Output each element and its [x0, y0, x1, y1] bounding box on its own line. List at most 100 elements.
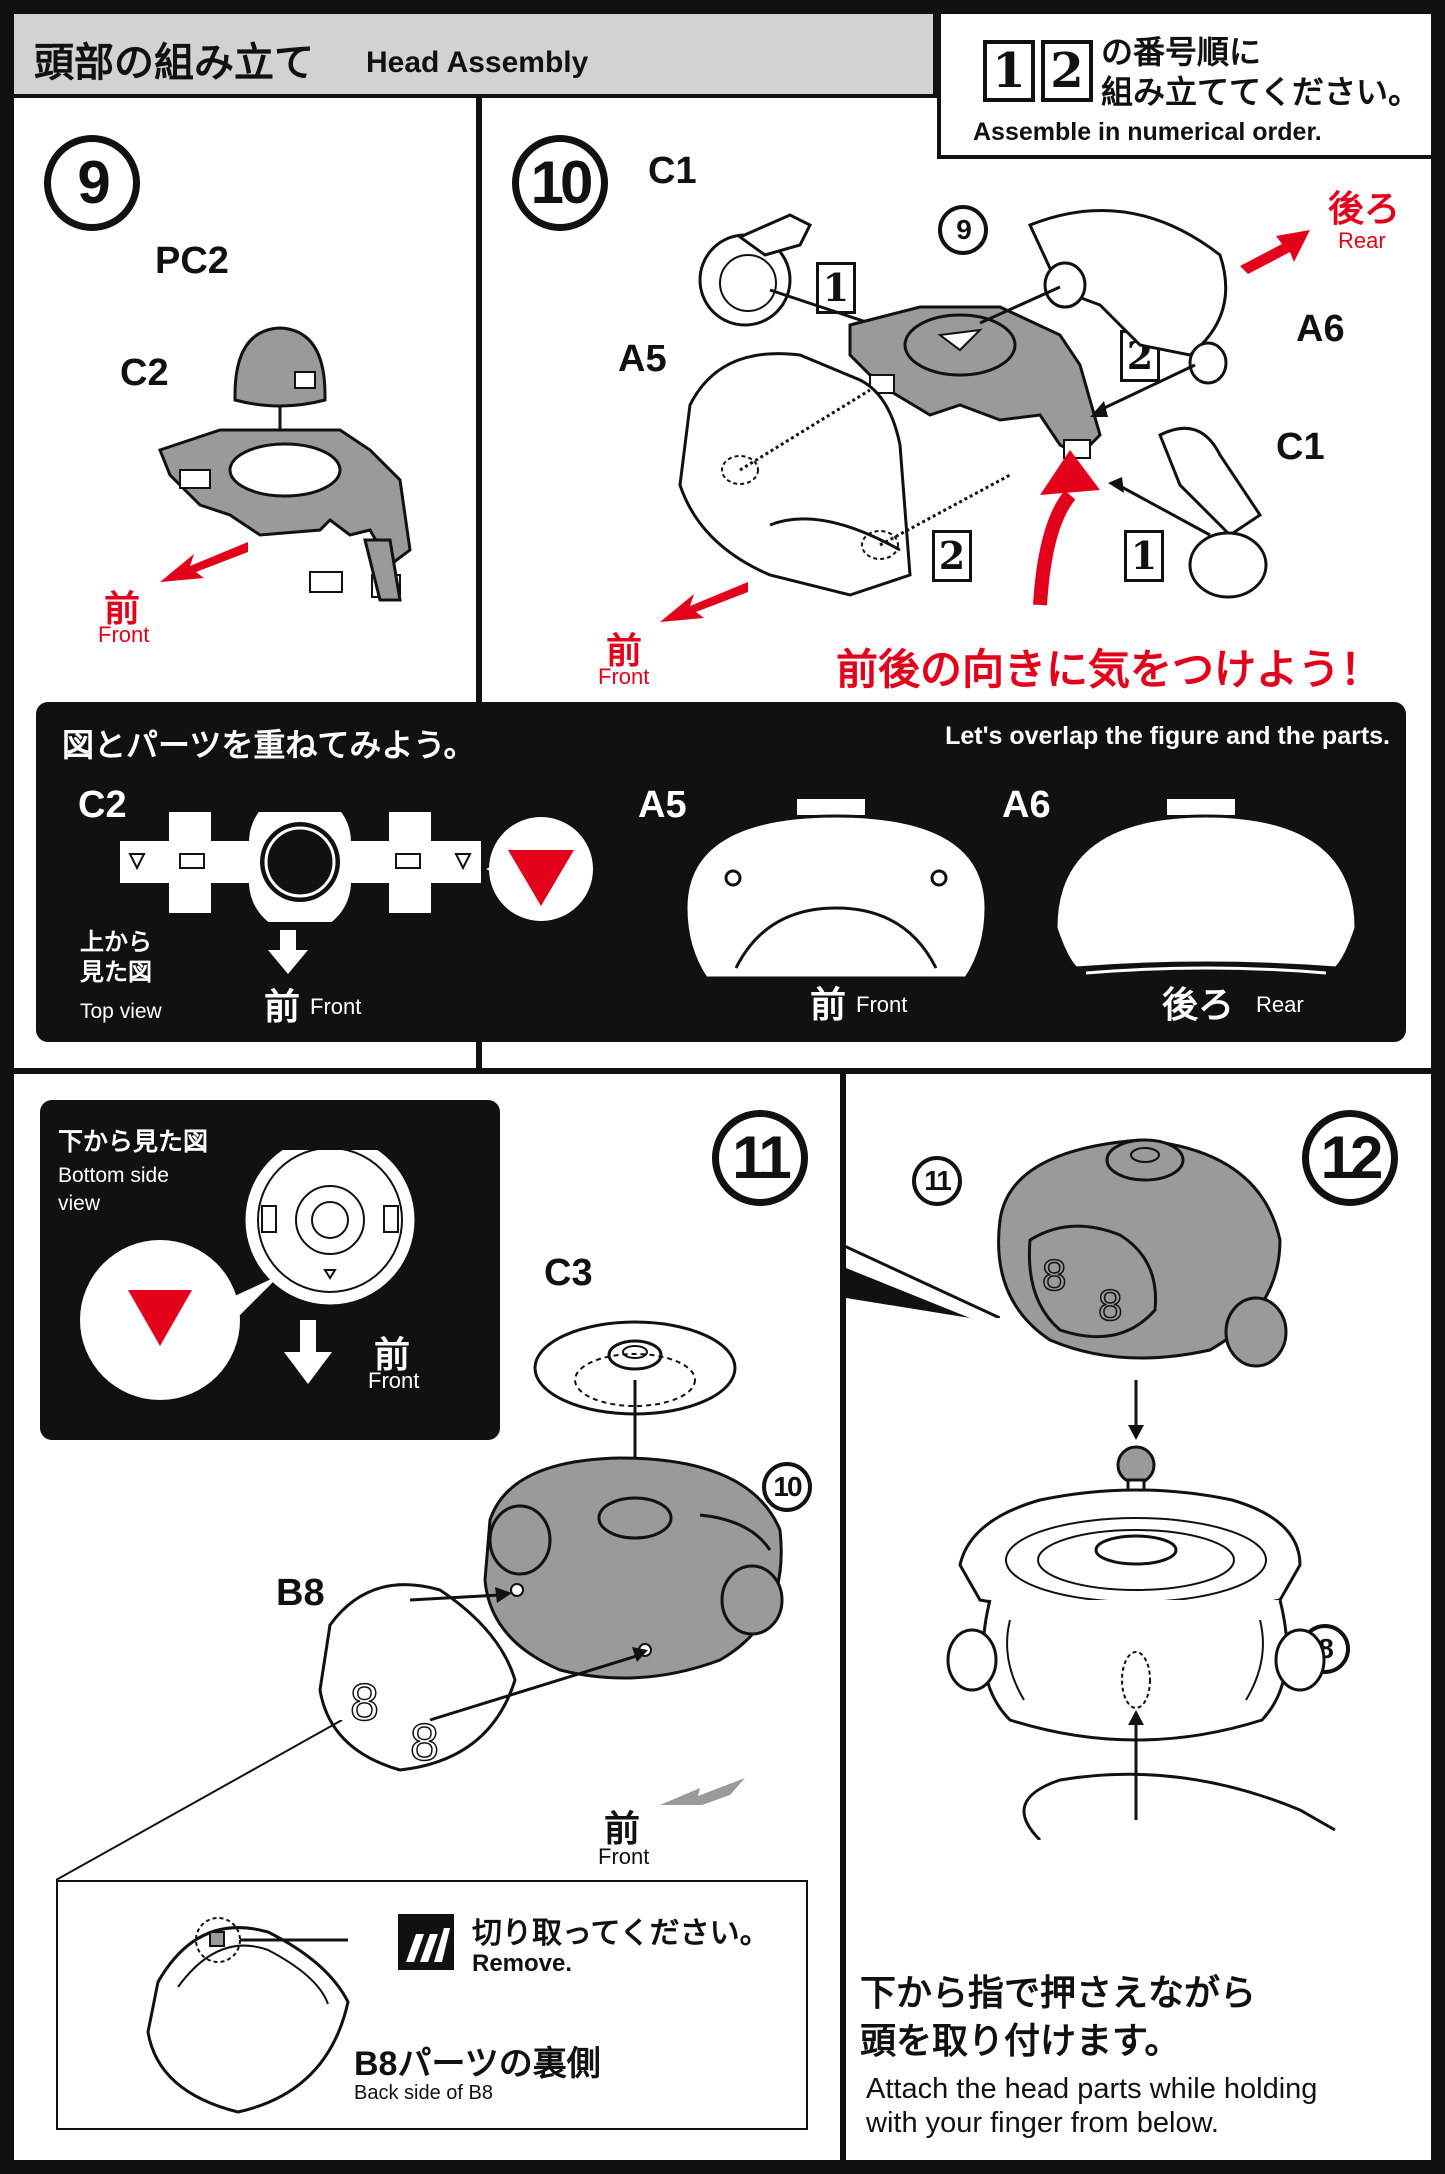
step-number-11: 11 [712, 1110, 808, 1206]
part-label-c1-top: C1 [648, 150, 697, 192]
c2-top-view [120, 812, 481, 922]
step12-instruction-jp: 下から指で押さえながら 頭を取り付けます。 [860, 1970, 1256, 2066]
a5-front-en: Front [856, 992, 908, 1017]
overlap-label-a6: A6 [1002, 784, 1051, 826]
step11-front-jp: 前 [604, 1808, 641, 1849]
bottom-view-panel: 下から見た図 Bottom side view 前 Front [40, 1100, 500, 1440]
step10-front-arrow [660, 582, 748, 622]
b8-part: 8 8 [318, 1583, 517, 1773]
svg-text:8: 8 [350, 1674, 379, 1732]
step9-front-jp: 前 [104, 589, 141, 630]
divider-row [14, 1068, 1431, 1074]
step12-illustration: 8 8 [946, 1138, 1336, 1840]
c2-front-jp: 前 [264, 986, 301, 1027]
bv-front-jp: 前 [374, 1334, 411, 1375]
order-num-2-bottom: 2 [932, 530, 972, 582]
step12-notch [840, 1068, 1000, 1318]
c2-front-en: Front [310, 994, 362, 1019]
svg-text:8: 8 [410, 1714, 439, 1772]
callout-pointer [56, 1720, 343, 1880]
page-title: 頭部の組み立て [34, 40, 314, 86]
step10-illustration [678, 209, 1268, 606]
ref-step-9: 9 [938, 205, 988, 255]
head-shell-part [483, 1456, 784, 1680]
c3-part [533, 1320, 737, 1416]
bottom-view-illustration [80, 1150, 418, 1400]
a6-part [1027, 209, 1228, 385]
order-box-2: 2 [1041, 40, 1093, 102]
down-arrow-icon [268, 930, 308, 974]
ref-step-10: 10 [762, 1462, 812, 1512]
bottom-view-jp: 下から見た図 [58, 1128, 209, 1156]
rear-label-jp: 後ろ [1328, 189, 1401, 230]
c2-part [158, 428, 412, 602]
top-view-label-jp: 上から 見た図 [80, 928, 152, 988]
a6-rear-en: Rear [1256, 992, 1304, 1017]
bottom-view-en-2: view [58, 1192, 101, 1215]
part-label-b8: B8 [276, 1572, 325, 1614]
part-label-pc2: PC2 [155, 240, 229, 282]
order-note-jp-line1: の番号順に [1101, 34, 1262, 70]
order-note-en: Assemble in numerical order. [973, 118, 1322, 146]
b8-backside-illustration [146, 1917, 350, 2114]
step12-instr-en-2: with your finger from below. [866, 2107, 1219, 2139]
b8-backside-callout: 切り取ってください。 Remove. B8パーツの裏側 Back side of… [56, 1880, 808, 2130]
order-note: 1 2 の番号順に 組み立ててください。 Assemble in numeric… [937, 14, 1431, 159]
remove-jp: 切り取ってください。 [472, 1917, 770, 1950]
c1-right-part [1158, 426, 1268, 599]
a6-rear-jp: 後ろ [1162, 984, 1235, 1025]
pc2-part [233, 326, 327, 408]
divider-step9-10 [476, 98, 482, 708]
divider-step11-12 [840, 1068, 846, 2160]
rear-arrow [1240, 230, 1310, 274]
order-num-1-bottom: 1 [1124, 530, 1164, 582]
head-assembled-part: 8 8 [997, 1138, 1288, 1368]
b8-backside-jp: B8パーツの裏側 [354, 2045, 601, 2083]
step9-illustration [158, 326, 412, 602]
overlap-title-jp: 図とパーツを重ねてみよう。 [62, 726, 476, 764]
part-label-a5: A5 [618, 338, 667, 380]
a5-shape [684, 798, 988, 980]
step12-instr-jp-2: 頭を取り付けます。 [860, 2021, 1181, 2062]
step10-front-jp: 前 [606, 631, 643, 672]
orientation-warning: 前後の向きに気をつけよう！ [836, 645, 1383, 694]
overlap-label-a5: A5 [638, 784, 687, 826]
svg-text:8: 8 [1098, 1281, 1122, 1330]
bv-front-en: Front [368, 1368, 420, 1393]
bottom-view-en-1: Bottom side [58, 1164, 169, 1187]
step9-front-arrow [160, 542, 248, 582]
order-note-jp-line2: 組み立ててください。 [1101, 74, 1421, 110]
body-assembled-part [946, 1445, 1326, 1742]
a6-shape [1054, 798, 1358, 975]
part-label-a6: A6 [1296, 308, 1345, 350]
top-view-jp-1: 上から [80, 929, 152, 956]
overlap-label-c2: C2 [78, 784, 127, 826]
step12-instr-jp-1: 下から指で押さえながら [860, 1973, 1257, 2014]
step11-front-en: Front [598, 1844, 650, 1869]
step12-instruction-en: Attach the head parts while holding with… [866, 2072, 1317, 2140]
c1-top-part [698, 213, 813, 327]
c2-yoke-part [848, 305, 1102, 459]
overlap-title-en: Let's overlap the figure and the parts. [945, 722, 1390, 750]
top-view-jp-2: 見た図 [80, 959, 152, 986]
top-view-label-en: Top view [80, 1000, 162, 1023]
part-label-c3: C3 [544, 1252, 593, 1294]
step-number-9: 9 [44, 135, 140, 231]
page-title-en: Head Assembly [366, 46, 589, 79]
rear-label-en: Rear [1338, 228, 1386, 253]
step12-instr-en-1: Attach the head parts while holding [866, 2073, 1318, 2105]
step9-front-en: Front [98, 622, 150, 647]
bottom-view-en: Bottom side view [58, 1162, 169, 1218]
overlap-panel: 図とパーツを重ねてみよう。 Let's overlap the figure a… [36, 702, 1406, 1042]
order-note-jp: の番号順に 組み立ててください。 [1101, 32, 1420, 112]
a5-front-jp: 前 [810, 984, 847, 1025]
cutter-icon [398, 1914, 454, 1970]
part-label-c2: C2 [120, 352, 169, 394]
b8-backside-en: Back side of B8 [354, 2082, 493, 2104]
step-number-12: 12 [1302, 1110, 1398, 1206]
divider-step9-10-lower [476, 1040, 482, 1074]
order-box-1: 1 [983, 40, 1035, 102]
ref-step-11: 11 [912, 1156, 962, 1206]
step10-front-en: Front [598, 664, 650, 689]
part-label-c1-right: C1 [1276, 426, 1325, 468]
